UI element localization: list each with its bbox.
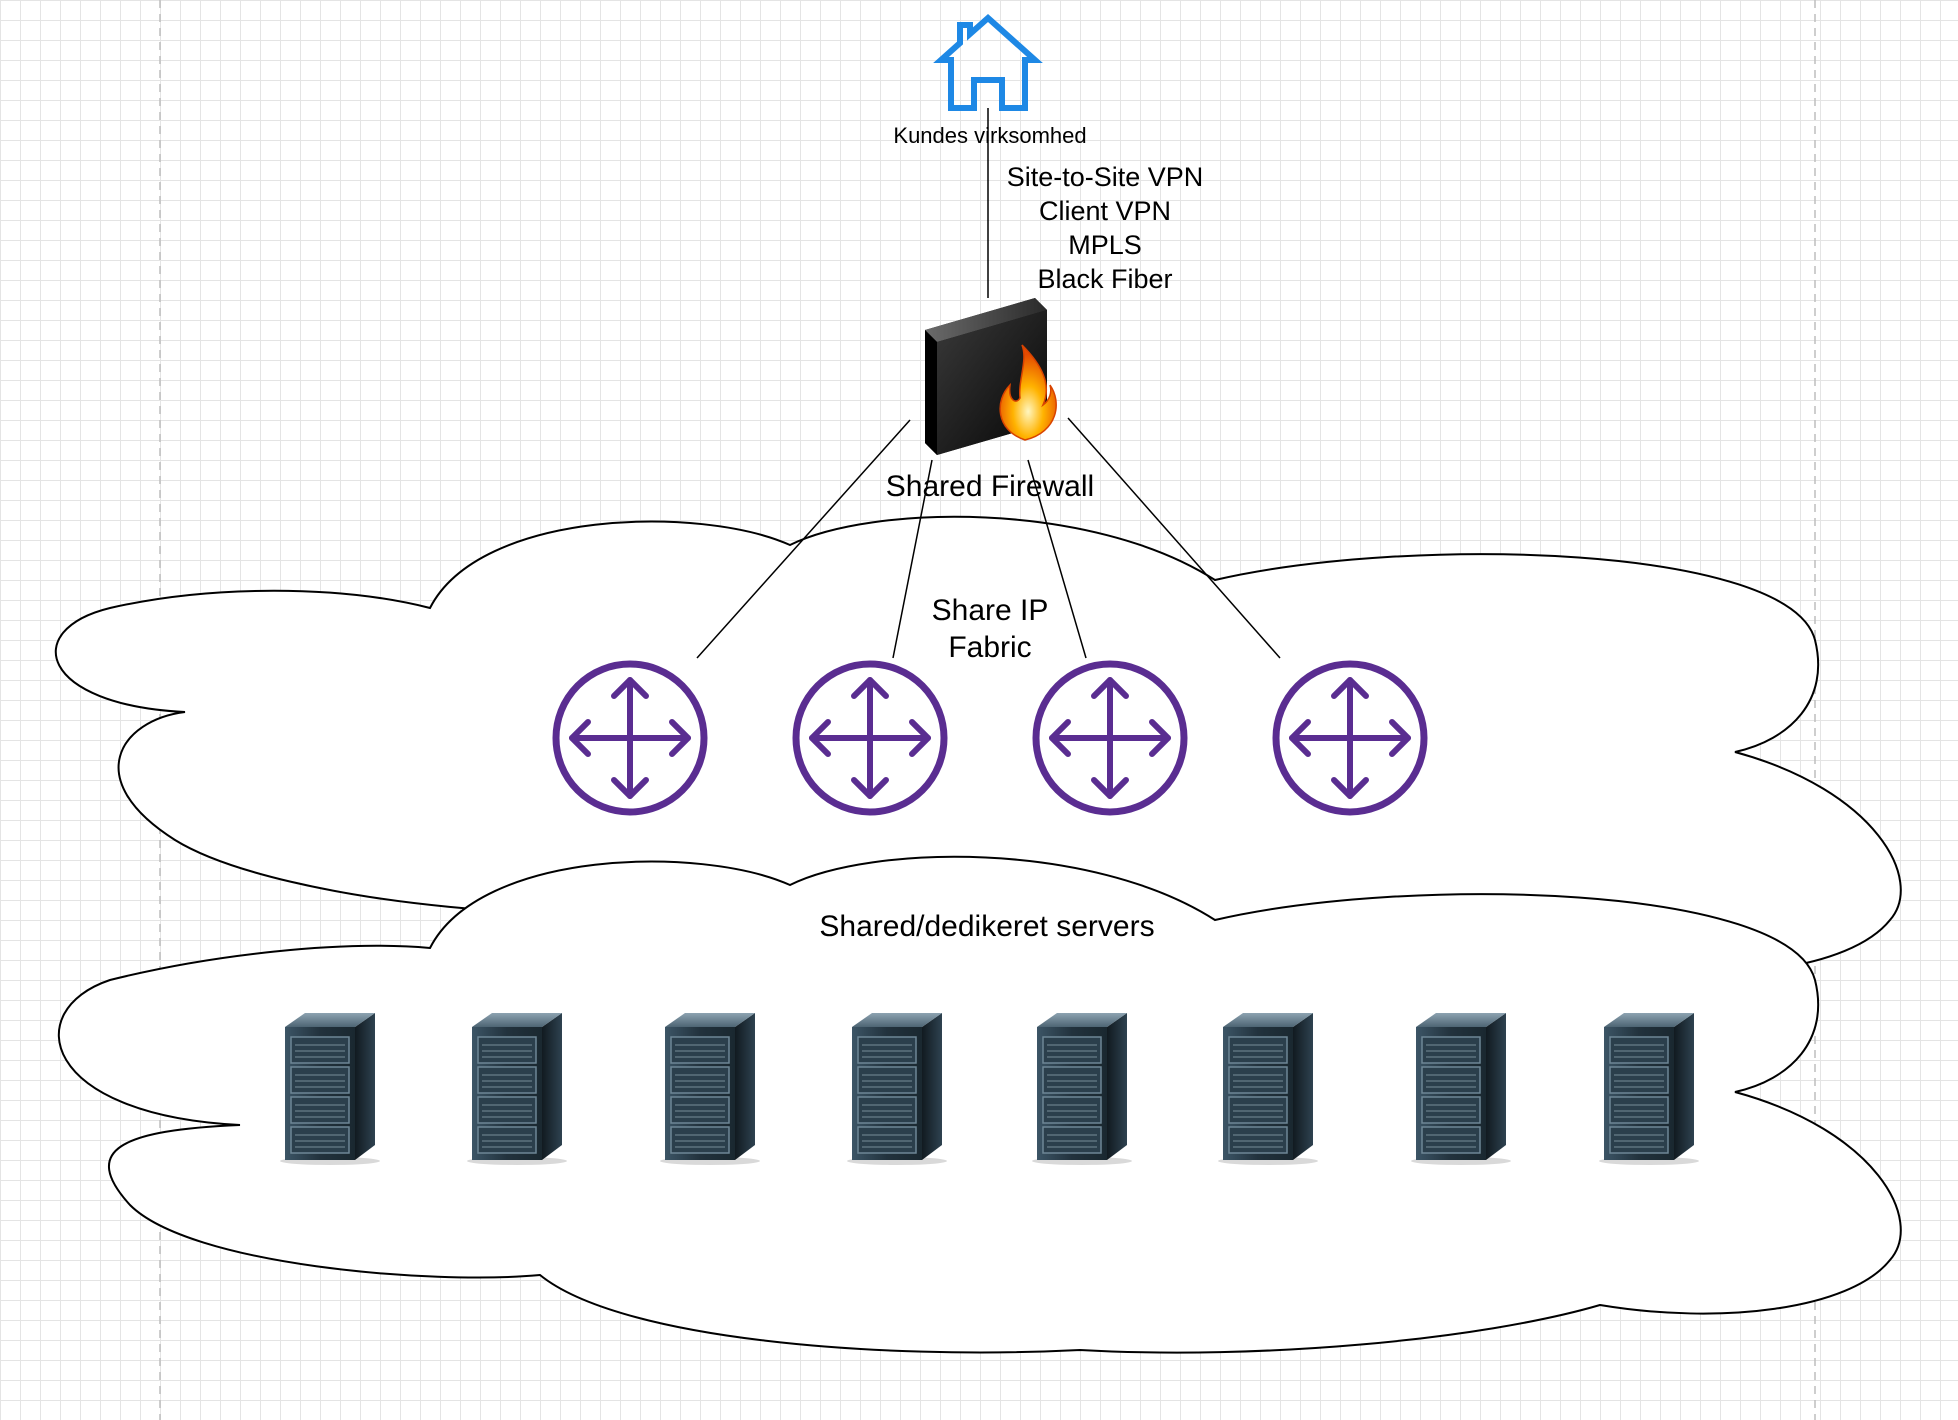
connection-type: Client VPN — [1038, 196, 1172, 226]
link-firewall-router-3[interactable] — [1027, 459, 1087, 659]
server-rack-icon[interactable] — [1410, 1012, 1512, 1165]
router-icon[interactable] — [1276, 664, 1424, 812]
customer-site-label: Kundes virksomhed — [893, 123, 1087, 148]
servers-cloud[interactable] — [57, 855, 1902, 1354]
house-icon[interactable] — [933, 13, 1043, 111]
server-rack-icon[interactable] — [279, 1012, 381, 1165]
server-rack-icon[interactable] — [1217, 1012, 1319, 1165]
router-icon[interactable] — [796, 664, 944, 812]
connection-types-label: Site-to-Site VPN Client VPN MPLS Black F… — [980, 160, 1230, 296]
server-rack-icon[interactable] — [466, 1012, 568, 1165]
server-rack-icon[interactable] — [1598, 1012, 1700, 1165]
router-icon[interactable] — [1036, 664, 1184, 812]
link-firewall-router-4[interactable] — [1067, 417, 1281, 659]
firewall-label: Shared Firewall — [885, 470, 1095, 503]
firewall-icon[interactable] — [925, 298, 1057, 455]
fabric-label-line: Share IP — [931, 594, 1049, 627]
servers-label: Shared/dedikeret servers — [819, 910, 1155, 943]
fabric-label-line: Fabric — [948, 631, 1032, 664]
link-firewall-router-1[interactable] — [696, 419, 911, 659]
server-rack-icon[interactable] — [659, 1012, 761, 1165]
link-firewall-router-2[interactable] — [892, 459, 933, 659]
server-rack-icon[interactable] — [846, 1012, 948, 1165]
connection-type: MPLS — [1068, 230, 1142, 260]
connection-type: Site-to-Site VPN — [1006, 162, 1204, 192]
server-rack-icon[interactable] — [1031, 1012, 1133, 1165]
connection-type: Black Fiber — [1037, 264, 1173, 294]
fabric-label: Share IP Fabric — [880, 592, 1100, 666]
router-icon[interactable] — [556, 664, 704, 812]
